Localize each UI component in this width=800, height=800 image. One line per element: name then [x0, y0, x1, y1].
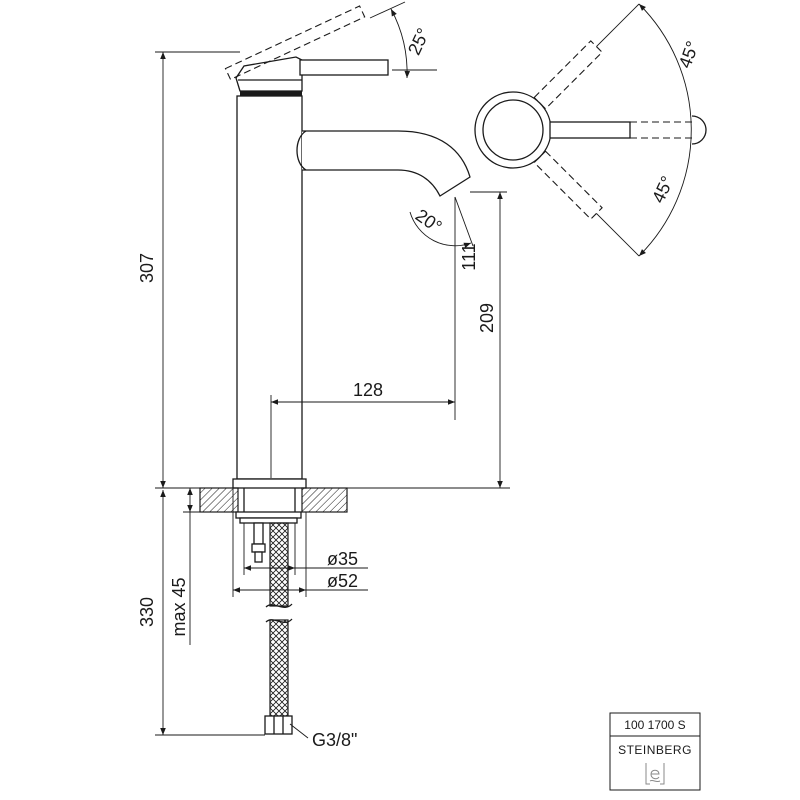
title-block-frame [609, 712, 701, 791]
extension-line [369, 1, 406, 19]
handle-lever [299, 59, 389, 76]
hose-break-line [265, 618, 293, 623]
spout-angle-label: 20° [412, 205, 446, 237]
handle-band [240, 91, 302, 96]
dim-shank-diameter: ø35 [243, 523, 368, 575]
dim-max-deck-thickness: max 45 [169, 488, 200, 645]
braided-hose-lower [269, 619, 289, 717]
dim-outlet-height: 209 [470, 191, 507, 488]
lever-position-upper-dashed [533, 40, 603, 110]
label-leader [289, 723, 309, 739]
hose-break-line [265, 603, 293, 608]
spout-reach-label: 128 [353, 380, 383, 400]
faucet-body [236, 95, 303, 480]
connection-thread-label: G3/8" [312, 730, 357, 750]
brand-logo-icon [645, 763, 665, 785]
swivel-range-arc [638, 3, 692, 257]
dim-spout-reach: 128 [270, 380, 455, 478]
lever-top-view [549, 121, 631, 139]
mounting-nut [239, 517, 298, 524]
handle-angle-label: 25° [404, 25, 434, 58]
dim-overall-height: 307 [137, 51, 240, 488]
connection-thread-callout: G3/8" [289, 723, 357, 750]
max-deck-thickness-label: max 45 [169, 577, 189, 636]
side-view: 25° 20° 111 209 128 307 [137, 1, 510, 750]
base-ring [232, 478, 307, 489]
valve-stem-collar [251, 543, 266, 553]
valve-stem-tip [254, 551, 263, 563]
hose-length-label: 330 [137, 597, 157, 627]
swivel-angle-upper-label: 45° [675, 38, 703, 70]
dim-111-label: 111 [459, 243, 479, 270]
angle-arc [409, 211, 472, 248]
angle-arc [390, 8, 411, 79]
mounting-washer [235, 511, 302, 519]
brand-name: STEINBERG [618, 743, 692, 757]
top-view: 45° 45° [474, 3, 707, 257]
base-diameter-label: ø52 [327, 571, 358, 591]
dim-hose-length: 330 [137, 490, 265, 736]
valve-stem [253, 522, 264, 545]
swivel-angle-lower-label: 45° [648, 173, 678, 206]
outlet-height-label: 209 [477, 303, 497, 333]
deck-section-left [199, 487, 239, 513]
shank-diameter-label: ø35 [327, 549, 358, 569]
title-block: 100 1700 S STEINBERG [609, 712, 701, 791]
hose-connection-nut [264, 715, 293, 735]
spout-root [296, 130, 307, 171]
dim-base-diameter: ø52 [232, 488, 368, 597]
braided-hose-upper [269, 522, 289, 607]
spout [302, 130, 471, 197]
deck-section-right [301, 487, 348, 513]
body-outer-circle [474, 91, 552, 169]
extension-line [454, 196, 474, 247]
dim-spout-angle: 20° [409, 196, 474, 248]
lever-position-lower-dashed [533, 150, 603, 220]
article-number: 100 1700 S [624, 718, 685, 732]
overall-height-label: 307 [137, 253, 157, 283]
body-inner-circle [482, 99, 544, 161]
lever-end-cap [691, 115, 707, 145]
handle-lever-raised-dashed [224, 5, 366, 81]
